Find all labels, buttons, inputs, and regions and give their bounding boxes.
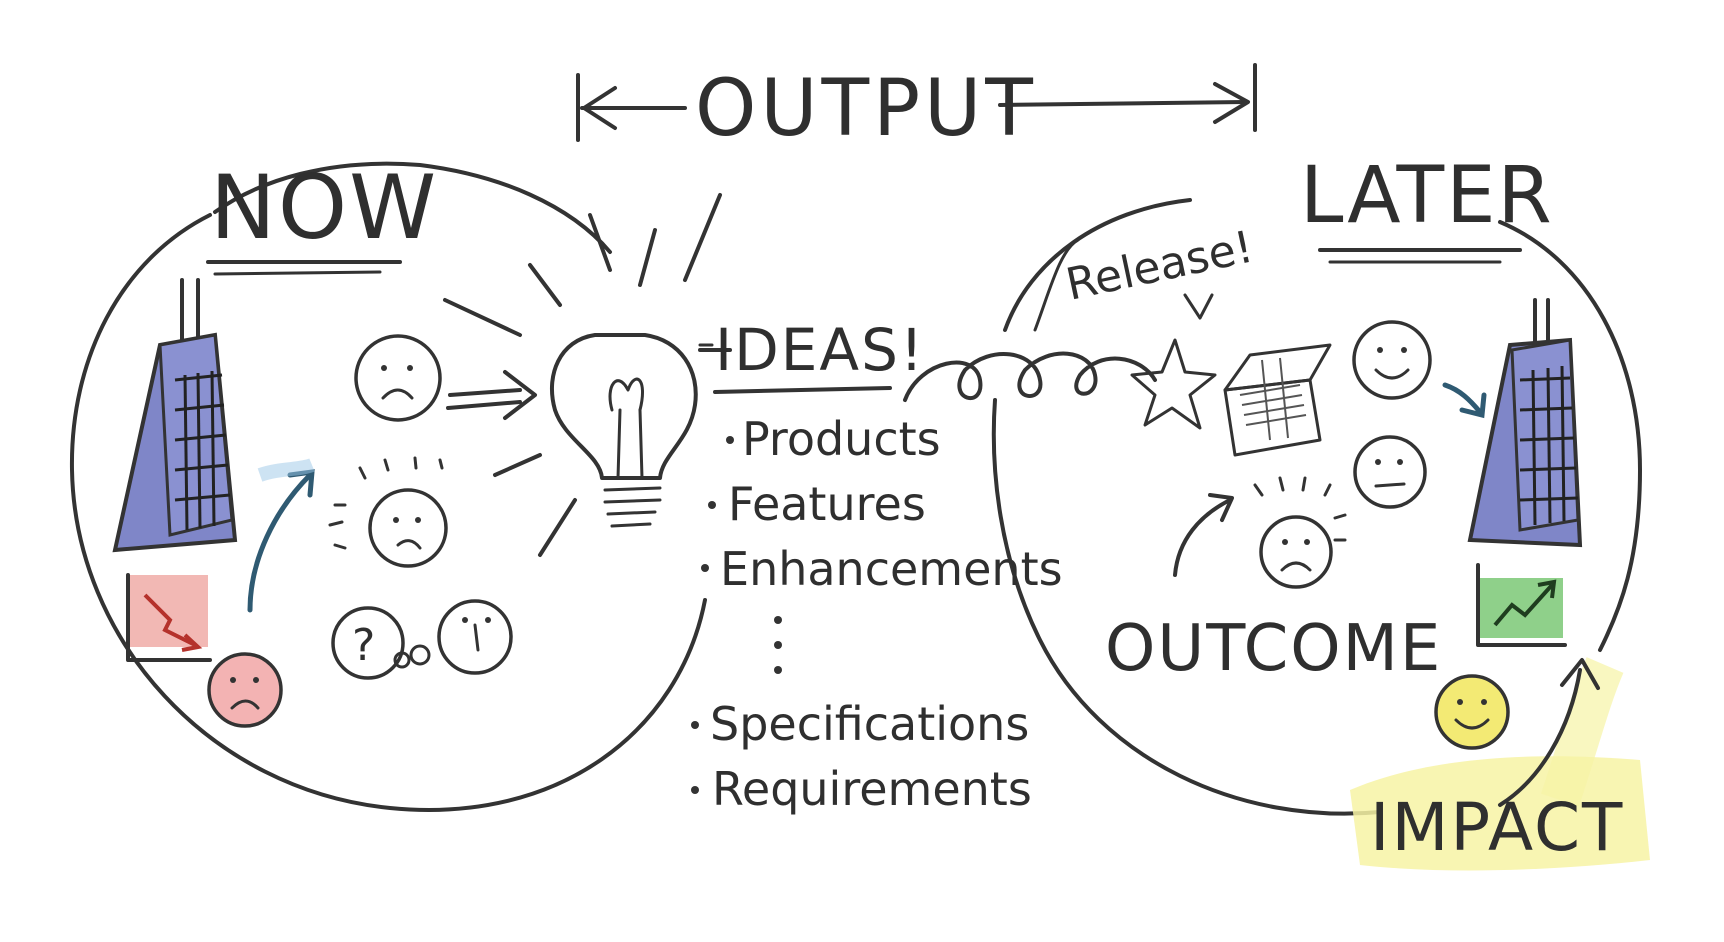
- loop-connector: [903, 351, 1157, 402]
- output-span-arrow: [576, 63, 1257, 142]
- sad-face-icon: [207, 652, 283, 728]
- sad-face-icon: [1253, 476, 1347, 589]
- now-circle: [69, 161, 707, 812]
- idea-item: Requirements: [712, 762, 1032, 816]
- idea-item: Features: [728, 477, 926, 531]
- growth-chart-icon: [1476, 563, 1567, 647]
- now-title: NOW: [210, 156, 438, 259]
- later-title: LATER: [1300, 151, 1554, 241]
- star-icon: [1130, 338, 1217, 430]
- output-label: OUTPUT: [695, 64, 1037, 154]
- confused-face-icon: [328, 456, 448, 568]
- thinking-face-icon: ?: [331, 599, 513, 680]
- office-building-now-icon: [112, 278, 238, 553]
- release-label: Release!: [1062, 221, 1258, 310]
- lightbulb-rays: [443, 193, 732, 557]
- outcome-arrow-icon: [1173, 493, 1234, 577]
- release-box-icon: [1223, 343, 1332, 457]
- impact-arrow-icon: [1498, 658, 1600, 807]
- lightbulb-icon: [549, 333, 698, 528]
- idea-item: Specifications: [710, 697, 1029, 751]
- sad-face-icon: [354, 334, 442, 422]
- arrow-to-idea-icon: [446, 370, 537, 420]
- declining-chart-icon: [126, 573, 212, 662]
- svg-text:?: ?: [352, 620, 375, 671]
- impact-label: IMPACT: [1370, 789, 1624, 866]
- happy-face-icon: [1352, 320, 1432, 400]
- idea-item: Enhancements: [720, 542, 1063, 596]
- upward-arrow-icon: [247, 458, 315, 613]
- ideas-list: Products Features Enhancements Specifica…: [691, 412, 1063, 816]
- office-building-later-icon: [1467, 298, 1583, 548]
- ideas-title: IDEAS!: [715, 316, 925, 384]
- outcome-label: OUTCOME: [1105, 612, 1442, 686]
- neutral-face-icon: [1353, 435, 1427, 509]
- happy-face-icon: [1434, 674, 1510, 750]
- arrow-to-building-icon: [1442, 382, 1487, 419]
- idea-item: Products: [742, 412, 941, 466]
